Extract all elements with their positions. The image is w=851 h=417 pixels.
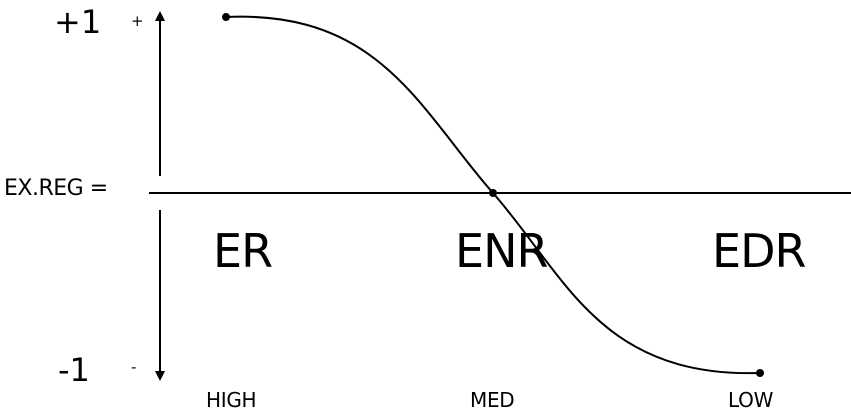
curve-end-point bbox=[756, 369, 764, 377]
plus-sign-label: + bbox=[131, 12, 144, 30]
ex-reg-equation-label: EX.REG = bbox=[4, 176, 108, 201]
region-label-er: ER bbox=[213, 224, 273, 278]
top-value-label: +1 bbox=[54, 3, 102, 41]
region-label-edr: EDR bbox=[712, 224, 806, 278]
x-category-high: HIGH bbox=[206, 388, 257, 412]
minus-sign-label: - bbox=[131, 358, 137, 376]
region-label-enr: ENR bbox=[455, 224, 548, 278]
bottom-value-label: -1 bbox=[58, 351, 90, 389]
curve-start-point bbox=[222, 13, 230, 21]
curve-midpoint bbox=[489, 189, 497, 197]
x-category-low: LOW bbox=[728, 388, 774, 412]
x-category-med: MED bbox=[470, 388, 515, 412]
